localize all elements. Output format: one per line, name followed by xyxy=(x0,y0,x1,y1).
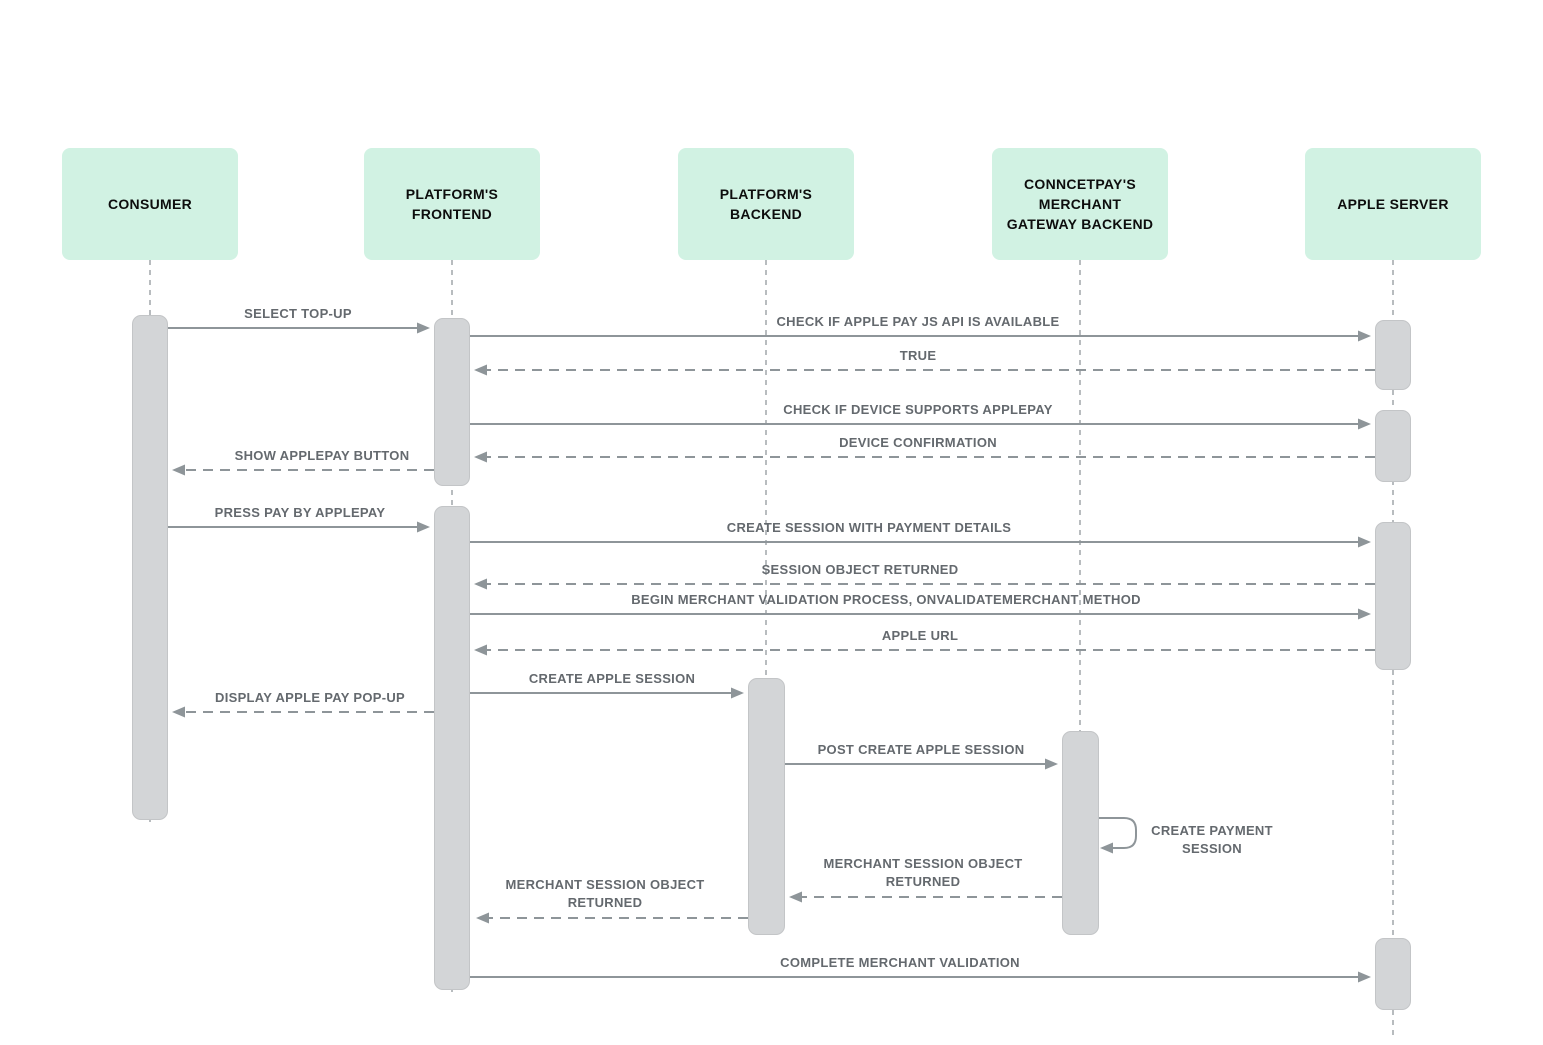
participant-label: CONNCETPAY'S MERCHANT GATEWAY BACKEND xyxy=(1006,176,1154,232)
message-label-line: CHECK IF DEVICE SUPPORTS APPLEPAY xyxy=(783,402,1053,417)
participant-box-platforms-backend: PLATFORM'S BACKEND xyxy=(678,148,854,260)
activation-bar-apple-server-8 xyxy=(1375,938,1411,1010)
participant-label: APPLE SERVER xyxy=(1337,196,1449,212)
message-label-line: SESSION OBJECT RETURNED xyxy=(761,562,959,577)
participant-box-platforms-frontend: PLATFORM'S FRONTEND xyxy=(364,148,540,260)
activation-bar-apple-server-5 xyxy=(1375,320,1411,390)
message-label-line: DEVICE CONFIRMATION xyxy=(839,435,997,450)
arrowhead-apple-url xyxy=(474,644,487,656)
arrowhead-create-payment-session xyxy=(1100,842,1113,854)
activation-bar-platforms-backend-3 xyxy=(748,678,785,935)
arrowhead-merchant-session-returned-be xyxy=(476,912,489,924)
message-label-line: MERCHANT SESSION OBJECT xyxy=(823,856,1023,871)
message-label-line: RETURNED xyxy=(567,895,643,910)
message-label-device-confirmation: DEVICE CONFIRMATION xyxy=(839,434,997,452)
arrowhead-check-device-support xyxy=(1358,418,1371,430)
message-label-line: APPLE URL xyxy=(881,628,959,643)
message-label-check-applepay-js-api: CHECK IF APPLE PAY JS API IS AVAILABLE xyxy=(776,313,1059,331)
arrowhead-check-applepay-js-api xyxy=(1358,330,1371,342)
message-label-merchant-session-returned-be: MERCHANT SESSION OBJECT RETURNED xyxy=(505,876,704,912)
arrowhead-show-applepay-button xyxy=(172,464,185,476)
message-label-complete-merchant-validation: COMPLETE MERCHANT VALIDATION xyxy=(780,954,1020,972)
participant-label: PLATFORM'S BACKEND xyxy=(719,186,813,222)
activation-bar-apple-server-6 xyxy=(1375,410,1411,482)
participant-box-connectpay-gateway: CONNCETPAY'S MERCHANT GATEWAY BACKEND xyxy=(992,148,1168,260)
message-label-line: PRESS PAY BY APPLEPAY xyxy=(214,505,386,520)
arrowhead-press-pay-by-applepay xyxy=(417,521,430,533)
message-label-line: SELECT TOP-UP xyxy=(244,306,352,321)
arrowhead-device-confirmation xyxy=(474,451,487,463)
message-label-line: DISPLAY APPLE PAY POP-UP xyxy=(215,690,405,705)
participant-box-consumer: CONSUMER xyxy=(62,148,238,260)
message-label-session-object-returned: SESSION OBJECT RETURNED xyxy=(762,561,959,579)
message-label-true-response: TRUE xyxy=(900,347,937,365)
message-label-create-payment-session: CREATE PAYMENT SESSION xyxy=(1151,822,1273,858)
arrowhead-create-apple-session xyxy=(731,687,744,699)
self-message-loop-create-payment-session xyxy=(1098,817,1137,849)
message-label-select-top-up: SELECT TOP-UP xyxy=(244,305,352,323)
arrowhead-session-object-returned xyxy=(474,578,487,590)
message-label-press-pay-by-applepay: PRESS PAY BY APPLEPAY xyxy=(215,504,386,522)
message-label-line: SHOW APPLEPAY BUTTON xyxy=(234,448,410,463)
message-label-line: CREATE APPLE SESSION xyxy=(528,671,696,686)
activation-bar-consumer-0 xyxy=(132,315,168,820)
activation-bar-connectpay-gateway-4 xyxy=(1062,731,1099,935)
arrowhead-select-top-up xyxy=(417,322,430,334)
activation-bar-platforms-frontend-1 xyxy=(434,318,470,486)
arrowhead-merchant-session-returned-gw xyxy=(789,891,802,903)
message-label-create-session-payment: CREATE SESSION WITH PAYMENT DETAILS xyxy=(727,519,1011,537)
message-label-line: SESSION xyxy=(1182,841,1242,856)
message-label-display-apple-pay-popup: DISPLAY APPLE PAY POP-UP xyxy=(215,689,405,707)
message-label-create-apple-session: CREATE APPLE SESSION xyxy=(529,670,695,688)
message-label-line: CHECK IF APPLE PAY JS API IS AVAILABLE xyxy=(776,314,1060,329)
participant-label: PLATFORM'S FRONTEND xyxy=(405,186,499,222)
message-label-line: TRUE xyxy=(899,348,937,363)
participant-label: CONSUMER xyxy=(107,196,193,212)
arrowhead-begin-merchant-validation xyxy=(1358,608,1371,620)
arrowhead-post-create-apple-session xyxy=(1045,758,1058,770)
message-label-line: POST CREATE APPLE SESSION xyxy=(817,742,1025,757)
message-label-begin-merchant-validation: BEGIN MERCHANT VALIDATION PROCESS, ONVAL… xyxy=(631,591,1141,609)
message-label-show-applepay-button: SHOW APPLEPAY BUTTON xyxy=(235,447,410,465)
arrowhead-complete-merchant-validation xyxy=(1358,971,1371,983)
message-label-merchant-session-returned-gw: MERCHANT SESSION OBJECT RETURNED xyxy=(823,855,1022,891)
message-label-line: CREATE PAYMENT xyxy=(1151,823,1273,838)
message-label-line: BEGIN MERCHANT VALIDATION PROCESS, ONVAL… xyxy=(631,592,1141,607)
message-label-line: MERCHANT SESSION OBJECT xyxy=(505,877,705,892)
message-label-check-device-support: CHECK IF DEVICE SUPPORTS APPLEPAY xyxy=(783,401,1052,419)
activation-bar-apple-server-7 xyxy=(1375,522,1411,670)
message-label-line: COMPLETE MERCHANT VALIDATION xyxy=(780,955,1020,970)
participant-box-apple-server: APPLE SERVER xyxy=(1305,148,1481,260)
message-label-post-create-apple-session: POST CREATE APPLE SESSION xyxy=(818,741,1025,759)
arrowhead-create-session-payment xyxy=(1358,536,1371,548)
activation-bar-platforms-frontend-2 xyxy=(434,506,470,990)
message-label-apple-url: APPLE URL xyxy=(882,627,958,645)
arrowhead-true-response xyxy=(474,364,487,376)
message-label-line: CREATE SESSION WITH PAYMENT DETAILS xyxy=(726,520,1012,535)
message-label-line: RETURNED xyxy=(885,874,961,889)
arrowhead-display-apple-pay-popup xyxy=(172,706,185,718)
